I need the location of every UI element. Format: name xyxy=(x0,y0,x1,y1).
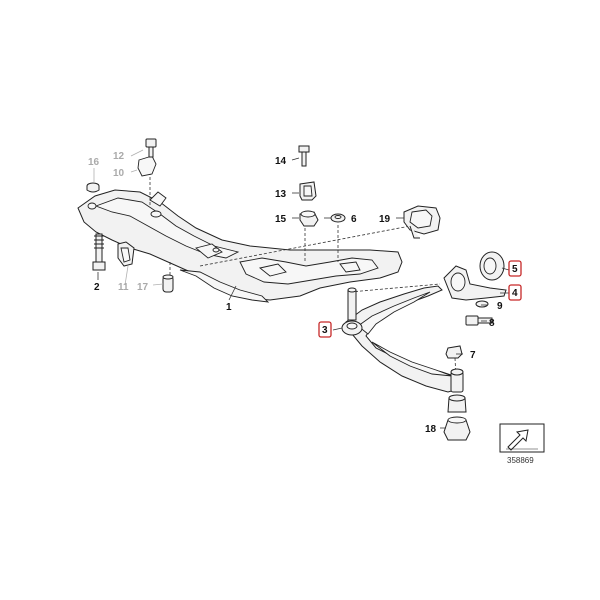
ball-joint[interactable] xyxy=(447,368,467,413)
bracket-part-4[interactable] xyxy=(443,265,507,301)
direction-arrow-icon xyxy=(507,429,529,451)
callout-19[interactable]: 19 xyxy=(379,214,391,225)
subframe-part[interactable] xyxy=(77,189,403,303)
callout-12[interactable]: 12 xyxy=(113,151,125,162)
callout-4[interactable]: 4 xyxy=(512,288,518,299)
callout-18[interactable]: 18 xyxy=(425,424,437,435)
control-arm-part-3[interactable] xyxy=(341,285,463,393)
callout-2[interactable]: 2 xyxy=(94,282,100,293)
callout-1[interactable]: 1 xyxy=(226,302,232,313)
callout-15[interactable]: 15 xyxy=(275,214,287,225)
callouts: 1 2 3 4 5 6 7 8 9 10 11 12 13 14 15 16 1… xyxy=(88,151,522,435)
sleeve-part-17[interactable] xyxy=(162,274,174,293)
callout-3-highlight xyxy=(318,321,332,338)
washer-part-6[interactable] xyxy=(330,213,346,223)
direction-indicator xyxy=(499,423,545,453)
callout-3[interactable]: 3 xyxy=(322,325,328,336)
callout-8[interactable]: 8 xyxy=(489,318,495,329)
callout-13[interactable]: 13 xyxy=(275,189,287,200)
callout-14[interactable]: 14 xyxy=(275,156,287,167)
callout-9[interactable]: 9 xyxy=(497,301,503,312)
bracket-part-10[interactable] xyxy=(137,155,157,177)
bushing-part-5[interactable] xyxy=(479,251,505,281)
reference-number: 358869 xyxy=(507,456,534,465)
washer-part-9[interactable] xyxy=(475,300,489,308)
callout-7[interactable]: 7 xyxy=(470,350,476,361)
callout-6[interactable]: 6 xyxy=(351,214,357,225)
callout-4-highlight xyxy=(508,284,522,301)
bracket-part-13[interactable] xyxy=(299,181,317,201)
mount-part-19[interactable] xyxy=(403,205,441,239)
leader-lines xyxy=(93,149,510,429)
callout-5[interactable]: 5 xyxy=(512,264,518,275)
callout-10[interactable]: 10 xyxy=(113,168,125,179)
bolt-part-8[interactable] xyxy=(465,315,493,326)
callout-16[interactable]: 16 xyxy=(88,157,100,168)
callout-5-highlight xyxy=(508,260,522,277)
bolt-part-12[interactable] xyxy=(145,138,157,158)
nut-part-16[interactable] xyxy=(86,182,100,193)
bushing-part-15[interactable] xyxy=(299,210,319,227)
stop-part-11[interactable] xyxy=(117,241,135,267)
callout-11[interactable]: 11 xyxy=(118,282,129,293)
callout-17[interactable]: 17 xyxy=(137,282,149,293)
nut-part-7[interactable] xyxy=(445,345,463,359)
bolt-part-2[interactable] xyxy=(92,233,106,271)
bolt-part-14[interactable] xyxy=(298,145,310,167)
joint-part-18[interactable] xyxy=(443,416,471,441)
